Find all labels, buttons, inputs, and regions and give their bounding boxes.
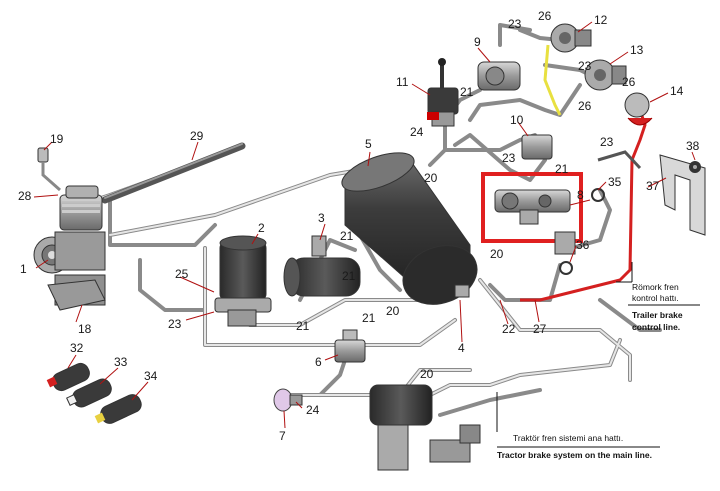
pressure-gauge-7 bbox=[273, 388, 303, 412]
valve-10 bbox=[521, 134, 553, 160]
callout-21f: 21 bbox=[342, 269, 356, 283]
tractor-caption-tr: Traktör fren sistemi ana hattı. bbox=[513, 433, 623, 443]
valve-6 bbox=[334, 329, 366, 363]
callout-26a: 26 bbox=[538, 9, 552, 23]
callout-20c: 20 bbox=[420, 367, 434, 381]
coupling-35 bbox=[591, 150, 642, 202]
nut-38 bbox=[689, 161, 701, 173]
trailer-caption-tr-1: Römork fren bbox=[632, 282, 679, 292]
callout-21d: 21 bbox=[460, 85, 474, 99]
fitting-24a bbox=[427, 112, 439, 120]
callout-33: 33 bbox=[114, 355, 128, 369]
valve-assembly-8 bbox=[494, 189, 571, 225]
callout-23c: 23 bbox=[600, 135, 614, 149]
callout-7: 7 bbox=[279, 429, 286, 443]
trailer-brake-line bbox=[520, 109, 647, 302]
callout-26c: 26 bbox=[622, 75, 636, 89]
callout-18: 18 bbox=[78, 322, 92, 336]
callout-35: 35 bbox=[608, 175, 622, 189]
callout-3: 3 bbox=[318, 211, 325, 225]
trailer-caption-en-1: Trailer brake bbox=[632, 310, 683, 320]
callout-27: 27 bbox=[533, 322, 547, 336]
callout-20b: 20 bbox=[386, 304, 400, 318]
callout-38: 38 bbox=[686, 139, 700, 153]
tractor-brake-caption: Traktör fren sistemi ana hattı. Tractor … bbox=[496, 392, 660, 460]
trailer-brake-caption: Römork fren kontrol hattı. Trailer brake… bbox=[616, 262, 700, 332]
callout-numbers: 1 2 3 4 5 6 7 8 9 10 11 12 13 14 18 19 2… bbox=[18, 9, 700, 443]
callout-24a: 24 bbox=[410, 125, 424, 139]
tractor-caption-en: Tractor brake system on the main line. bbox=[497, 450, 652, 460]
air-tank bbox=[341, 152, 478, 305]
callout-22: 22 bbox=[502, 322, 516, 336]
brake-chamber-12 bbox=[550, 23, 592, 53]
foot-brake-valve bbox=[369, 384, 481, 471]
callout-20a: 20 bbox=[424, 171, 438, 185]
callout-34: 34 bbox=[144, 369, 158, 383]
fitting-19 bbox=[37, 147, 61, 192]
callout-37: 37 bbox=[646, 179, 660, 193]
callout-13: 13 bbox=[630, 43, 644, 57]
callout-26b: 26 bbox=[578, 99, 592, 113]
callout-6: 6 bbox=[315, 355, 322, 369]
callout-12: 12 bbox=[594, 13, 608, 27]
spring-34 bbox=[94, 394, 142, 424]
brake-chamber-13 bbox=[584, 59, 627, 91]
callout-19: 19 bbox=[50, 132, 64, 146]
callout-23e: 23 bbox=[168, 317, 182, 331]
trailer-caption-en-2: control line. bbox=[632, 322, 680, 332]
air-dryer bbox=[214, 235, 272, 327]
callout-1: 1 bbox=[20, 262, 27, 276]
callout-21a: 21 bbox=[340, 229, 354, 243]
bracket-37 bbox=[659, 154, 706, 236]
callout-25: 25 bbox=[175, 267, 189, 281]
callout-21b: 21 bbox=[296, 319, 310, 333]
leader-lines bbox=[33, 21, 696, 429]
yellow-control-line bbox=[543, 44, 562, 116]
callout-21e: 21 bbox=[555, 162, 569, 176]
trailer-coupling-14 bbox=[624, 92, 653, 126]
callout-21c: 21 bbox=[362, 311, 376, 325]
callout-29: 29 bbox=[190, 129, 204, 143]
spring-32 bbox=[46, 362, 90, 392]
callout-11: 11 bbox=[396, 75, 409, 89]
spring-33 bbox=[66, 378, 112, 408]
regulator-3 bbox=[283, 235, 361, 297]
callout-23a: 23 bbox=[508, 17, 522, 31]
callout-8: 8 bbox=[577, 188, 584, 202]
valve-9 bbox=[477, 61, 521, 91]
callout-5: 5 bbox=[365, 137, 372, 151]
callout-28: 28 bbox=[18, 189, 32, 203]
callout-14: 14 bbox=[670, 84, 684, 98]
trailer-caption-tr-2: kontrol hattı. bbox=[632, 293, 679, 303]
callout-9: 9 bbox=[474, 35, 481, 49]
callout-36: 36 bbox=[576, 238, 590, 252]
rod-29 bbox=[101, 142, 246, 204]
callout-24b: 24 bbox=[306, 403, 320, 417]
callout-23d: 23 bbox=[502, 151, 516, 165]
bracket-18 bbox=[47, 279, 106, 311]
highlight-box bbox=[481, 172, 583, 243]
callout-20d: 20 bbox=[490, 247, 504, 261]
callout-23b: 23 bbox=[578, 59, 592, 73]
fitting-36 bbox=[554, 231, 576, 275]
callout-2: 2 bbox=[258, 221, 265, 235]
callout-32: 32 bbox=[70, 341, 84, 355]
callout-4: 4 bbox=[458, 341, 465, 355]
callout-10: 10 bbox=[510, 113, 524, 127]
